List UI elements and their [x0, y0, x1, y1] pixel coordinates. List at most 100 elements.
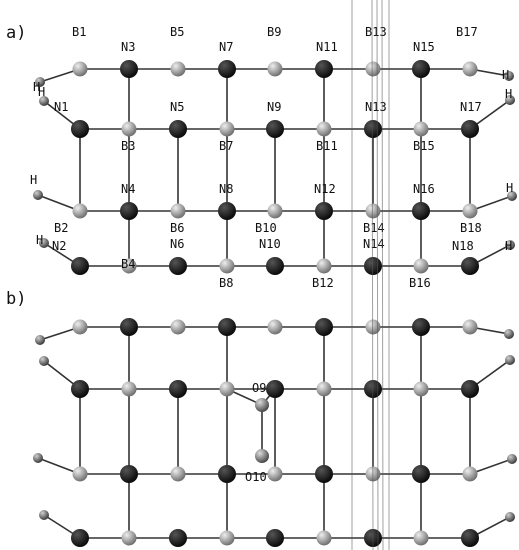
panel-a-atom-labels: B1N3B5N7B9N11B13N15B17N1B3N5B7N9B11N13B1… [30, 25, 513, 290]
panel-b-atom-boron [219, 530, 235, 546]
panel-b-atom-boron [267, 319, 283, 335]
hydrogen-label: H [38, 85, 45, 99]
atom-label: N11 [316, 40, 338, 54]
panel-a-structure: B1N3B5N7B9N11B13N15B17N1B3N5B7N9B11N13B1… [30, 25, 517, 290]
panel-b-atom-nitrogen [71, 529, 89, 547]
panel-a-atom-hydrogen [39, 96, 49, 106]
atom-label: B5 [170, 25, 184, 39]
panel-a-atom-nitrogen [461, 257, 479, 275]
panel-a-atom-nitrogen [266, 120, 284, 138]
atom-label: B14 [363, 221, 385, 235]
atom-label: B2 [54, 221, 68, 235]
atom-label: N14 [363, 237, 385, 251]
panel-b-atom-boron [121, 381, 137, 397]
panel-a-atom-nitrogen [71, 120, 89, 138]
atom-label: N17 [460, 100, 482, 114]
panel-a-atom-boron [365, 203, 381, 219]
atom-label: B17 [456, 25, 478, 39]
panel-a-atom-nitrogen [71, 257, 89, 275]
panel-b-atom-boron [219, 381, 235, 397]
panel-a-atom-boron [267, 61, 283, 77]
panel-a-atom-boron [413, 258, 429, 274]
panel-b-atom-nitrogen [218, 465, 236, 483]
panel-b-atom-boron [72, 319, 88, 335]
panel-b-atom-boron [413, 381, 429, 397]
panel-b-atom-hydrogen [507, 454, 517, 464]
panel-b-atom-nitrogen [315, 318, 333, 336]
atom-label: N8 [219, 182, 233, 196]
panel-b-atom-hydrogen [35, 335, 45, 345]
panel-b-atom-nitrogen [461, 529, 479, 547]
panel-b-atom-hydrogen [504, 329, 514, 339]
panel-a-atom-nitrogen [364, 120, 382, 138]
panel-a-atom-boron [316, 121, 332, 137]
atom-label: B6 [170, 221, 184, 235]
panel-a-atom-boron [365, 61, 381, 77]
panel-a-atom-boron [121, 258, 137, 274]
hydrogen-label: H [505, 239, 512, 253]
panel-b-atom-boron [413, 530, 429, 546]
panel-b-atom-boron [462, 319, 478, 335]
panel-a-atom-hydrogen [35, 77, 45, 87]
hydrogen-label: H [502, 68, 509, 82]
panel-a-atom-boron [72, 203, 88, 219]
panel-b-atom-oxygen [255, 449, 269, 463]
atom-label: N13 [365, 100, 387, 114]
atom-label: B7 [219, 139, 233, 153]
panel-a-atom-boron [170, 61, 186, 77]
panel-a-atom-nitrogen [169, 120, 187, 138]
panel-a-atom-nitrogen [218, 202, 236, 220]
atom-label: N3 [121, 40, 135, 54]
panel-a-atom-hydrogen [507, 191, 517, 201]
panel-b-atom-boron [316, 381, 332, 397]
atom-label: N7 [219, 40, 233, 54]
panel-b-atom-nitrogen [315, 465, 333, 483]
atom-label: N12 [314, 182, 336, 196]
hydrogen-label: H [506, 181, 513, 195]
panel-b-atom-hydrogen [505, 512, 515, 522]
panel-a-atom-boron [219, 121, 235, 137]
panel-b-atom-nitrogen [461, 380, 479, 398]
panel-b-label: b) [6, 289, 26, 309]
atom-label: N1 [54, 100, 68, 114]
panel-a-atom-boron [219, 258, 235, 274]
panel-b-bonds [37, 326, 513, 539]
atom-label: B11 [316, 139, 338, 153]
panel-a-atom-boron [462, 203, 478, 219]
atom-label: N16 [413, 182, 435, 196]
panel-a-atom-boron [121, 121, 137, 137]
atom-label: B1 [72, 25, 86, 39]
panel-b-atom-nitrogen [412, 318, 430, 336]
panel-b-atom-nitrogen [412, 465, 430, 483]
oxygen-label: O9 [252, 381, 266, 395]
panel-a-atom-nitrogen [315, 60, 333, 78]
panel-b-atom-nitrogen [169, 529, 187, 547]
atom-label: B9 [267, 25, 281, 39]
panel-a-atom-nitrogen [364, 257, 382, 275]
panel-a-label: a) [6, 23, 26, 43]
panel-b-atom-nitrogen [120, 465, 138, 483]
scan-artifact-lines [351, 0, 390, 550]
panel-a-atom-nitrogen [315, 202, 333, 220]
panel-b-atom-boron [316, 530, 332, 546]
panel-b-atom-nitrogen [218, 318, 236, 336]
panel-a-atom-nitrogen [461, 120, 479, 138]
atom-label: N15 [413, 40, 435, 54]
atom-label: N9 [267, 100, 281, 114]
atom-label: B12 [312, 276, 334, 290]
panel-a-atom-nitrogen [120, 202, 138, 220]
panel-b-atom-boron [72, 466, 88, 482]
panel-a-atom-nitrogen [412, 202, 430, 220]
panel-a-atom-nitrogen [218, 60, 236, 78]
atom-label: N10 [259, 237, 281, 251]
atom-label: N2 [52, 239, 66, 253]
atom-label: N4 [121, 182, 135, 196]
atom-label: B3 [121, 139, 135, 153]
panel-b-atom-nitrogen [120, 318, 138, 336]
panel-b-atom-nitrogen [71, 380, 89, 398]
hydrogen-label: H [30, 173, 37, 187]
panel-b-atom-hydrogen [39, 356, 49, 366]
